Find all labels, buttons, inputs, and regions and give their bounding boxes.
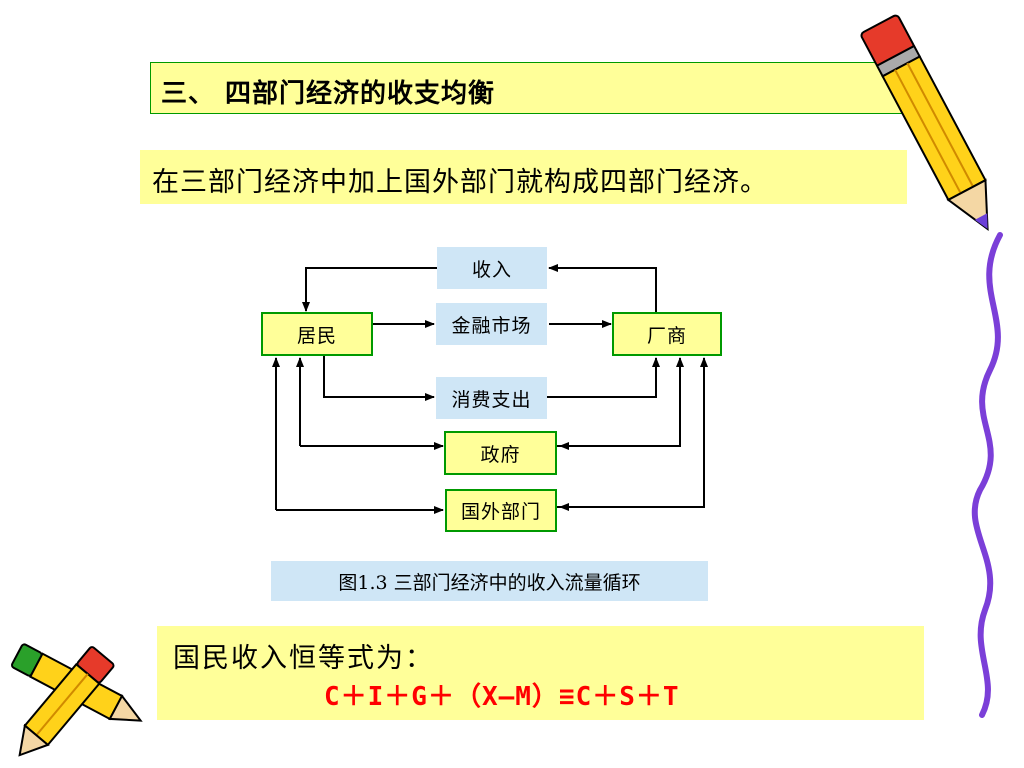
- slide-title: 三、 四部门经济的收支均衡: [150, 62, 907, 114]
- node-firm: 厂商: [612, 312, 722, 356]
- node-foreign: 国外部门: [445, 489, 557, 532]
- node-consumption: 消费支出: [436, 377, 547, 419]
- equation-box: 国民收入恒等式为： C＋I＋G＋（X–M）≡C＋S＋T: [157, 626, 924, 720]
- squiggle-line: [971, 232, 1003, 718]
- figure-caption: 图1.3 三部门经济中的收入流量循环: [271, 561, 708, 601]
- arrow-household-to-consumption: [323, 356, 435, 401]
- arrow-income-to-household: [302, 267, 437, 312]
- equation-label: 国民收入恒等式为：: [173, 643, 434, 674]
- arrow-government-to-firm: [557, 357, 684, 447]
- node-government: 政府: [444, 431, 557, 475]
- pencil-icon: [860, 14, 989, 231]
- intro-text: 在三部门经济中加上国外部门就构成四部门经济。: [140, 150, 907, 204]
- node-household: 居民: [261, 312, 373, 356]
- node-income: 收入: [437, 247, 547, 289]
- node-financial-market: 金融市场: [436, 303, 547, 345]
- arrow-consumption-to-firm: [547, 357, 660, 398]
- arrow-firm-to-income: [548, 264, 657, 312]
- arrow-foreign-to-firm: [557, 357, 708, 508]
- pencil-icon-bottom: [10, 643, 143, 757]
- equation-formula: C＋I＋G＋（X–M）≡C＋S＋T: [324, 682, 680, 712]
